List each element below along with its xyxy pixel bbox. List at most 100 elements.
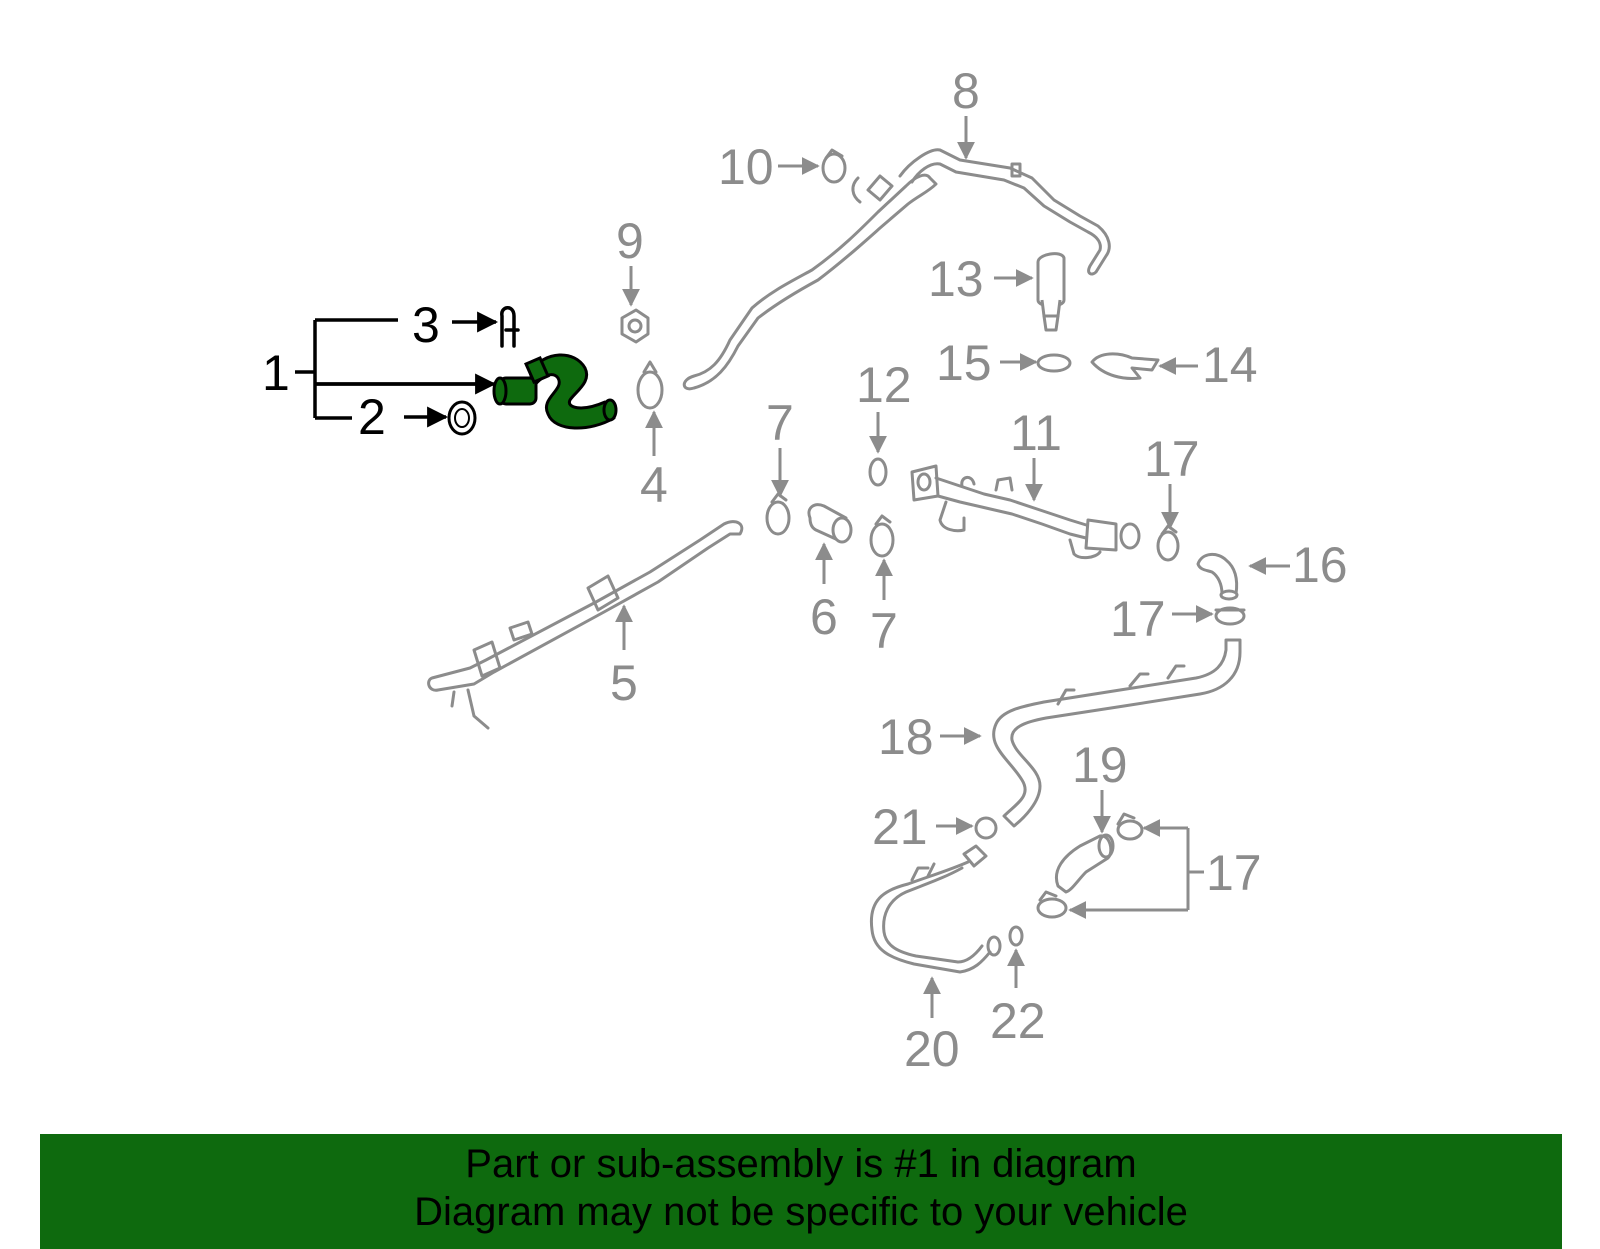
elbow-part-16[interactable] <box>1196 553 1239 601</box>
sensor-body <box>1036 252 1066 308</box>
clamp-part-17a[interactable] <box>1156 524 1180 562</box>
hose-18-tabs <box>1056 664 1186 706</box>
callout-1-bracket <box>295 318 492 420</box>
o-ring-21 <box>974 816 998 840</box>
callout-group-12[interactable]: 12 <box>856 357 912 454</box>
clamp-17c-upper-tab <box>1116 812 1136 826</box>
hose-part-6[interactable] <box>807 503 853 544</box>
o-ring-part-21[interactable] <box>974 816 998 840</box>
callout-20-label: 20 <box>904 1021 960 1077</box>
clamp-7a-tab <box>770 492 788 504</box>
callout-group-1[interactable]: 1 <box>262 318 497 420</box>
nut-shape <box>620 308 650 344</box>
callout-1-label: 1 <box>262 345 290 401</box>
nut-part-9[interactable] <box>620 308 650 344</box>
callout-group-7b[interactable]: 7 <box>870 558 898 659</box>
clamp-17c-upper-ring <box>1116 819 1144 841</box>
nut-hole <box>627 318 643 334</box>
o-ring-22 <box>1008 925 1024 947</box>
hose-assembly-part-1[interactable] <box>492 353 618 430</box>
hose-19-body <box>1055 834 1113 894</box>
o-ring-part-22[interactable] <box>1008 925 1024 947</box>
o-ring-12 <box>868 457 888 487</box>
callout-group-13[interactable]: 13 <box>928 251 1034 307</box>
pipe-5-hook <box>450 688 490 730</box>
callout-10-label: 10 <box>718 139 774 195</box>
pipe-part-8[interactable] <box>682 148 1111 391</box>
o-ring-outer <box>447 400 477 436</box>
clamp-part-10[interactable] <box>821 148 847 184</box>
callout-group-22[interactable]: 22 <box>990 948 1046 1049</box>
callout-group-17a[interactable]: 17 <box>1144 431 1200 530</box>
clamp-17a-ring <box>1156 530 1180 562</box>
clamp-17c-lower-ring <box>1036 897 1068 919</box>
callout-group-10[interactable]: 10 <box>718 139 820 195</box>
clamp-part-7b[interactable] <box>869 514 895 558</box>
callout-5-label: 5 <box>610 655 638 711</box>
clamp-17a-tab <box>1160 524 1178 536</box>
clamp-10-ring <box>821 152 847 184</box>
callout-group-11[interactable]: 11 <box>1010 405 1062 502</box>
callout-group-8[interactable]: 8 <box>952 63 980 160</box>
callout-group-19[interactable]: 19 <box>1072 737 1128 834</box>
pipe-11-drop-right <box>1068 538 1102 560</box>
banner-line-2: Diagram may not be specific to your vehi… <box>414 1190 1188 1234</box>
hose-clip-boss <box>524 356 550 384</box>
clamp-part-17c-upper[interactable] <box>1116 812 1144 841</box>
clip-part-3[interactable] <box>500 306 520 348</box>
callout-group-9[interactable]: 9 <box>616 213 644 307</box>
callout-group-20[interactable]: 20 <box>904 976 960 1077</box>
callout-group-4[interactable]: 4 <box>640 410 668 513</box>
callout-group-14[interactable]: 14 <box>1158 337 1258 393</box>
pipe-11-bosses <box>960 476 1014 492</box>
hose-part-18[interactable] <box>992 638 1242 828</box>
callout-group-5[interactable]: 5 <box>610 604 638 711</box>
sensor-part-13[interactable] <box>1036 252 1066 332</box>
callout-group-3[interactable]: 3 <box>412 297 499 353</box>
callout-group-15[interactable]: 15 <box>936 335 1038 391</box>
clamp-part-17b[interactable] <box>1214 606 1246 626</box>
callout-group-6[interactable]: 6 <box>810 542 838 645</box>
callout-15-label: 15 <box>936 335 992 391</box>
callout-group-16[interactable]: 16 <box>1248 537 1348 593</box>
clamp-17c-lower-tab <box>1038 890 1058 902</box>
pipe-20-body <box>869 860 992 974</box>
callout-3-label: 3 <box>412 297 440 353</box>
o-ring-part-12[interactable] <box>868 457 888 487</box>
callout-group-18[interactable]: 18 <box>878 709 982 765</box>
clamp-part-17c-lower[interactable] <box>1036 890 1068 919</box>
o-ring-15 <box>1036 353 1072 373</box>
pipe-part-20[interactable] <box>869 844 1002 974</box>
pipe-20-tabs <box>910 862 936 882</box>
callout-6-label: 6 <box>810 589 838 645</box>
callout-2-label: 2 <box>358 389 386 445</box>
callout-18-label: 18 <box>878 709 934 765</box>
clamp-part-4[interactable] <box>636 360 664 410</box>
clamp-part-7a[interactable] <box>765 492 791 536</box>
clamp-ring <box>636 370 664 410</box>
callout-group-21[interactable]: 21 <box>872 799 974 855</box>
clamp-7a-ring <box>765 500 791 536</box>
callout-11-label: 11 <box>1010 405 1062 461</box>
pipe-part-5[interactable] <box>427 520 744 730</box>
o-ring-part-15[interactable] <box>1036 353 1072 373</box>
pipe-11-flange-hole <box>916 472 932 492</box>
callout-group-2[interactable]: 2 <box>358 389 449 445</box>
hose-part-19[interactable] <box>1055 833 1115 894</box>
callout-group-17b[interactable]: 17 <box>1110 591 1214 647</box>
pipe-5-brackets <box>472 574 620 678</box>
pipe-11-flange-right <box>1084 518 1118 552</box>
callout-group-7a[interactable]: 7 <box>766 395 794 498</box>
clip-shape <box>500 306 520 348</box>
clip-part-14[interactable] <box>1090 352 1160 380</box>
callout-9-label: 9 <box>616 213 644 269</box>
callout-16-label: 16 <box>1292 537 1348 593</box>
pipe-part-11[interactable] <box>910 464 1141 560</box>
callout-group-17c[interactable]: 17 <box>1068 819 1262 919</box>
callout-14-label: 14 <box>1202 337 1258 393</box>
pipe-20-flange <box>962 844 988 868</box>
pipe-8-branch <box>898 148 1111 276</box>
callout-17b-label: 17 <box>1110 591 1166 647</box>
o-ring-part-2[interactable] <box>447 400 477 436</box>
